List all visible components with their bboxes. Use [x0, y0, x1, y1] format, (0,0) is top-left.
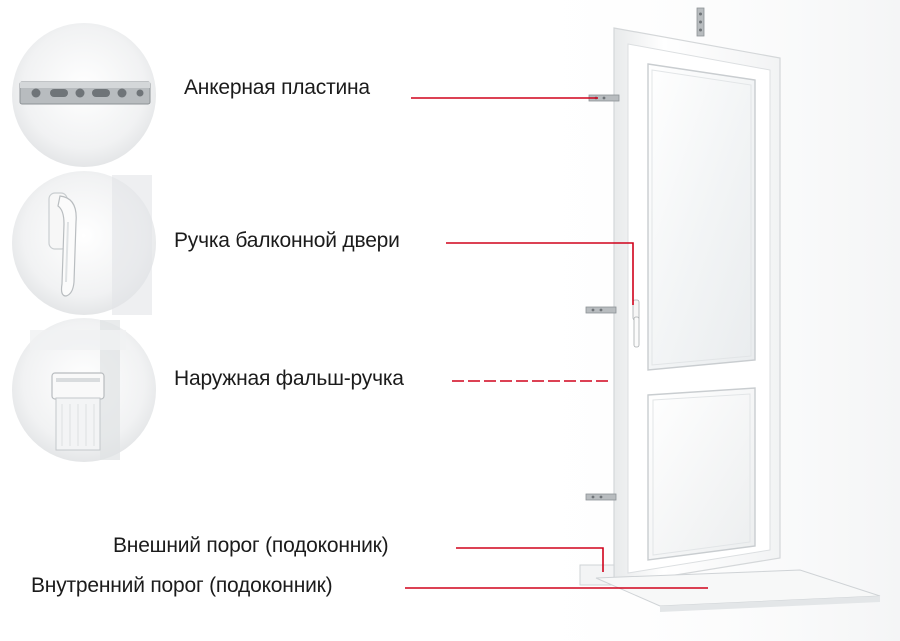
door-anchor-plate-2	[585, 306, 617, 314]
door-handle-icon	[12, 171, 156, 315]
lower-door-panel	[647, 387, 756, 561]
anchor-plate-icon	[12, 23, 156, 167]
label-door-handle: Ручка балконной двери	[174, 229, 400, 252]
upper-glass-pane	[647, 63, 756, 371]
leader-lines	[405, 97, 708, 589]
label-outer-handle: Наружная фальш-ручка	[174, 367, 404, 390]
inner-sill-edge	[660, 596, 880, 612]
balcony-door	[579, 7, 881, 612]
door-anchor-plate-3	[585, 493, 617, 501]
door-anchor-plate-top	[696, 7, 705, 37]
label-anchor-plate: Анкерная пластина	[184, 76, 370, 99]
leader-line-door-handle	[446, 242, 634, 305]
label-outer-sill: Внешний порог (подоконник)	[113, 534, 389, 557]
door-handle	[632, 299, 640, 348]
leader-line-outer-sill	[456, 547, 604, 572]
label-inner-sill: Внутренний порог (подоконник)	[31, 574, 333, 597]
outer-pull-handle-icon	[12, 318, 156, 462]
